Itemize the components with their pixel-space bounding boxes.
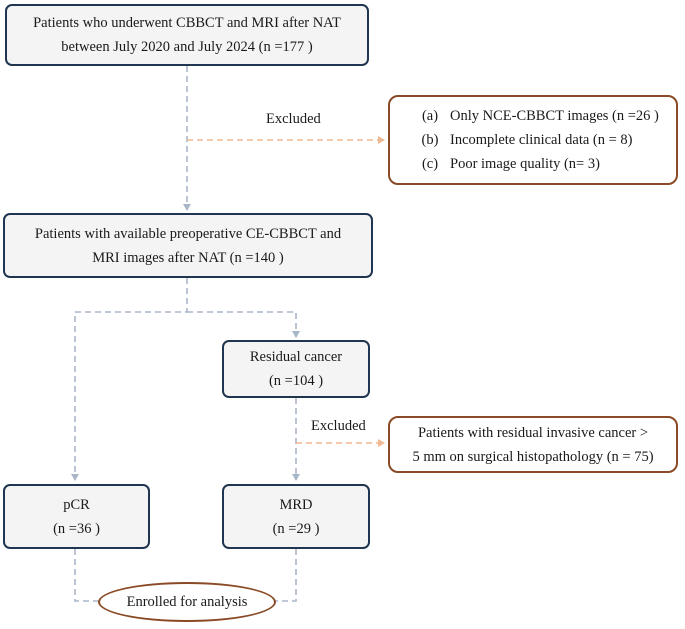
exclusion-2-line-2: 5 mm on surgical histopathology (n = 75) xyxy=(412,448,654,465)
excluded-label-1: Excluded xyxy=(266,111,321,127)
pcr-line-2: (n =36 ) xyxy=(53,520,100,537)
mrd-line-2: (n =29 ) xyxy=(272,520,320,537)
exclusion-item-text: Poor image quality (n= 3) xyxy=(450,156,600,172)
bracket-pcr-to-enrolled xyxy=(74,549,100,602)
bracket-mrd-to-enrolled xyxy=(274,549,297,602)
cohort-box: Patients who underwent CBBCT and MRI aft… xyxy=(5,4,369,66)
cohort-line-2: between July 2020 and July 2024 (n =177 … xyxy=(61,39,313,55)
exclusion-item-a: (a) Only NCE-CBBCT images (n =26 ) xyxy=(410,104,659,128)
residual-line-1: Residual cancer xyxy=(249,349,343,365)
exclusion-item-c: (c) Poor image quality (n= 3) xyxy=(410,152,600,176)
residual-line-2: (n =104 ) xyxy=(268,373,324,389)
mrd-line-1: MRD xyxy=(279,496,313,513)
exclusion-item-tag: (a) xyxy=(421,108,439,124)
excluded-label-2: Excluded xyxy=(311,418,366,434)
exclusion-item-text: Only NCE-CBBCT images (n =26 ) xyxy=(450,108,659,124)
exclusion-item-text: Incomplete clinical data (n = 8) xyxy=(450,132,633,148)
exclusion-item-tag: (b) xyxy=(421,132,439,148)
pcr-line-1: pCR xyxy=(63,496,90,513)
arrow-split-to-pcr xyxy=(71,278,188,481)
exclusion-item-b: (b) Incomplete clinical data (n = 8) xyxy=(410,128,633,152)
available-line-2: MRI images after NAT (n =140 ) xyxy=(92,249,284,266)
exclusion-item-tag: (c) xyxy=(421,156,439,172)
residual-box: Residual cancer (n =104 ) xyxy=(222,340,370,398)
exclusion-2-line-1: Patients with residual invasive cancer > xyxy=(417,424,649,441)
available-box: Patients with available preoperative CE-… xyxy=(3,213,373,278)
arrow-split-to-residual xyxy=(187,311,300,338)
available-line-1: Patients with available preoperative CE-… xyxy=(34,225,342,242)
exclusion-box-1: (a) Only NCE-CBBCT images (n =26 ) (b) I… xyxy=(388,95,678,185)
cohort-line-1: Patients who underwent CBBCT and MRI aft… xyxy=(33,15,341,31)
exclusion-box-2: Patients with residual invasive cancer >… xyxy=(388,416,678,473)
enrolled-oval: Enrolled for analysis xyxy=(98,582,276,622)
mrd-box: MRD (n =29 ) xyxy=(222,484,370,549)
pcr-box: pCR (n =36 ) xyxy=(3,484,150,549)
